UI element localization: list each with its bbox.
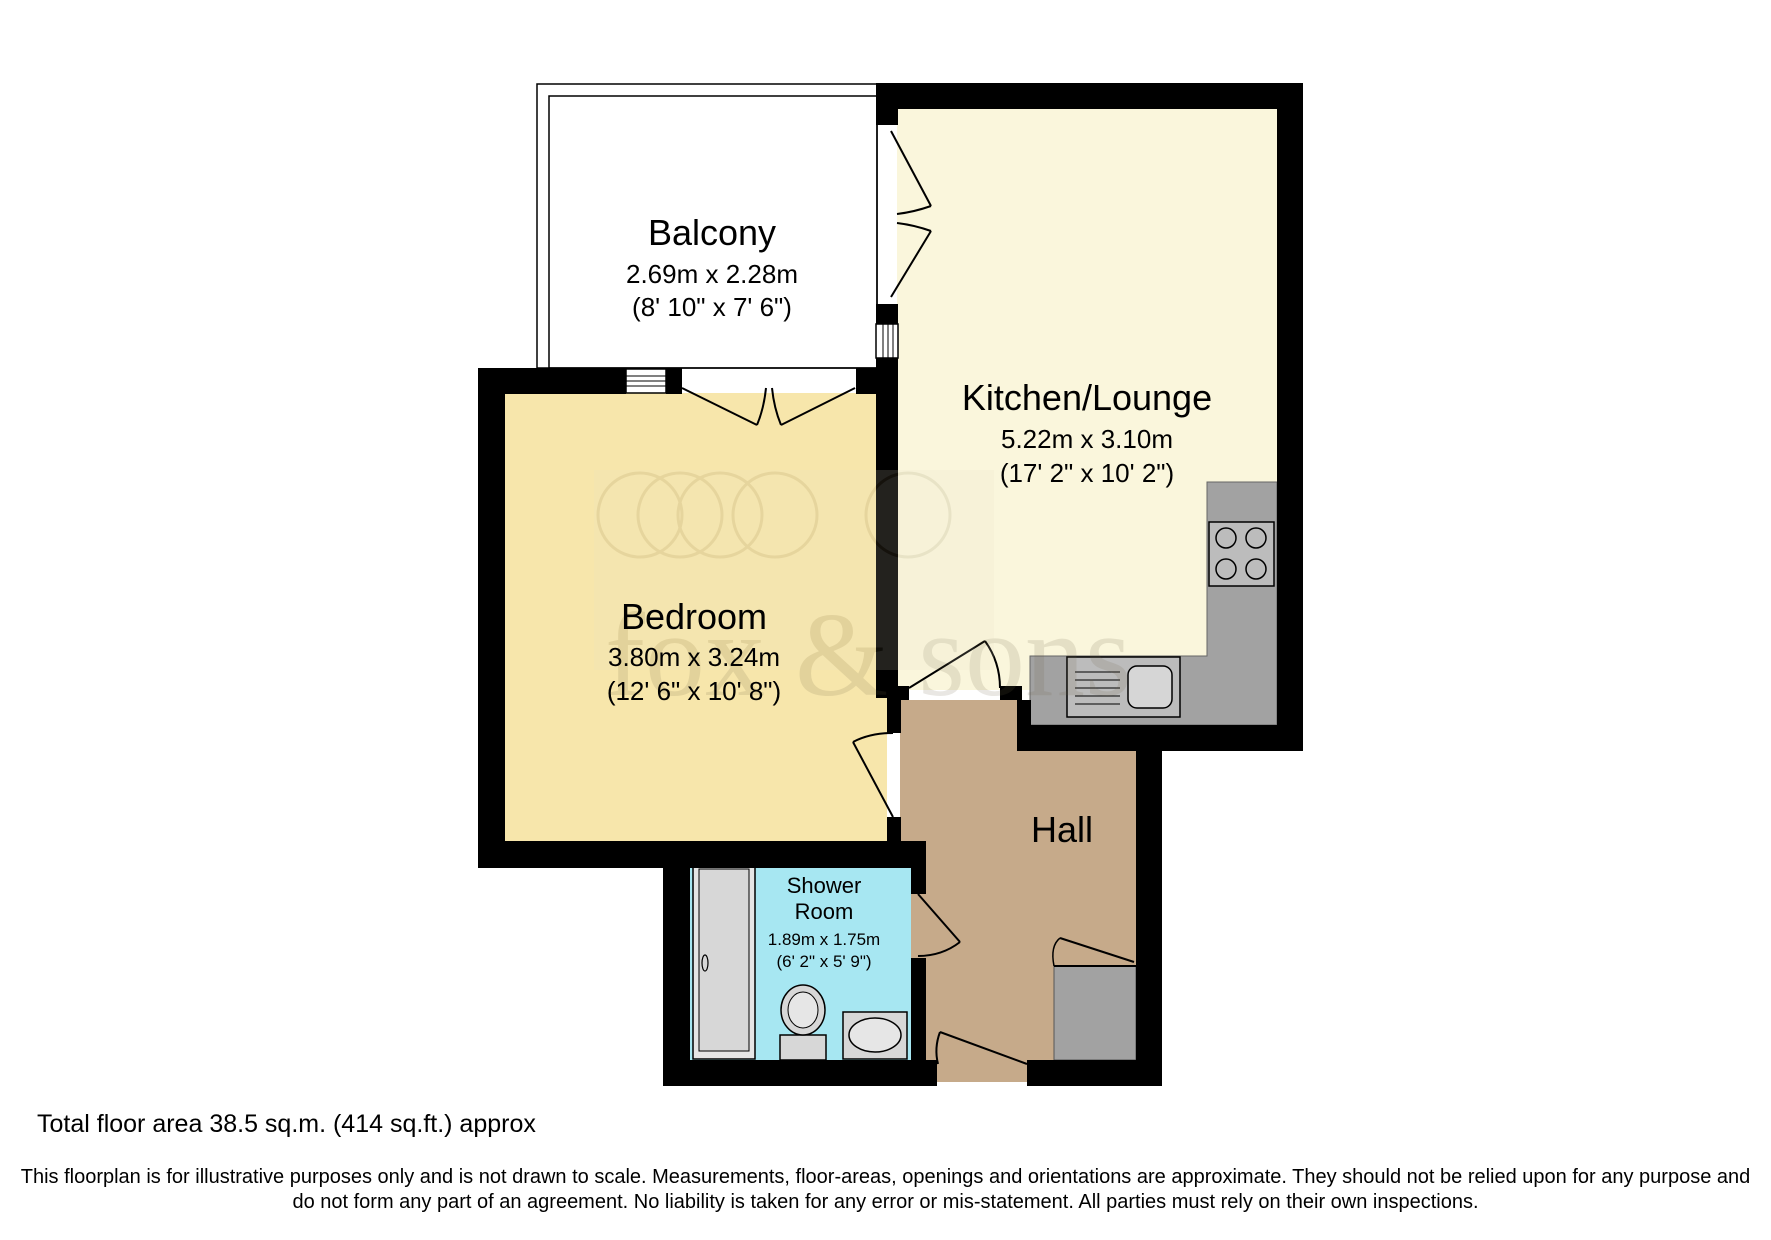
disclaimer: This floorplan is for illustrative purpo… (20, 1166, 1751, 1213)
bedroom-imperial: (12' 6" x 10' 8") (607, 676, 781, 706)
doors (681, 130, 1028, 1065)
floor-plan: fox & sons Balcony 2.69m x 2.28m (8' 10"… (478, 83, 1303, 1086)
kitchen-metric: 5.22m x 3.10m (1001, 424, 1173, 454)
hob-icon (1208, 521, 1275, 587)
wash-basin-icon (842, 1011, 908, 1060)
hall-cupboard (1052, 937, 1137, 1061)
window-kitchen (875, 323, 899, 359)
shower-name-line2: Room (795, 899, 854, 924)
kitchen-label: Kitchen/Lounge 5.22m x 3.10m (17' 2" x 1… (962, 377, 1212, 488)
shower-room-label: Shower Room 1.89m x 1.75m (6' 2" x 5' 9"… (768, 873, 880, 971)
window-bedroom (625, 368, 667, 394)
watermark-text: fox & sons (605, 588, 1132, 721)
shower-imperial: (6' 2" x 5' 9") (776, 952, 871, 971)
bedroom-metric: 3.80m x 3.24m (608, 642, 780, 672)
watermark-logo: fox & sons (594, 470, 1132, 721)
shower-name-line1: Shower (787, 873, 862, 898)
bedroom-name: Bedroom (621, 596, 767, 637)
balcony-area (536, 83, 878, 369)
balcony-name: Balcony (648, 212, 776, 253)
hall-label: Hall (1031, 809, 1093, 850)
kitchen-imperial: (17' 2" x 10' 2") (1000, 458, 1174, 488)
kitchen-sink-icon (1066, 656, 1181, 718)
balcony-metric: 2.69m x 2.28m (626, 259, 798, 289)
bedroom-floor (504, 393, 887, 841)
shower-metric: 1.89m x 1.75m (768, 930, 880, 949)
kitchen-name: Kitchen/Lounge (962, 377, 1212, 418)
bedroom-label: Bedroom 3.80m x 3.24m (12' 6" x 10' 8") (607, 596, 781, 706)
balcony-label: Balcony 2.69m x 2.28m (8' 10" x 7' 6") (626, 212, 798, 322)
hall-entry-floor (936, 1060, 1028, 1082)
total-floor-area: Total floor area 38.5 sq.m. (414 sq.ft.)… (37, 1110, 536, 1138)
shower-tray-icon (692, 860, 756, 1060)
toilet-icon (779, 984, 827, 1061)
hall-name: Hall (1031, 809, 1093, 850)
walls (478, 83, 1303, 1086)
balcony-imperial: (8' 10" x 7' 6") (632, 292, 792, 322)
